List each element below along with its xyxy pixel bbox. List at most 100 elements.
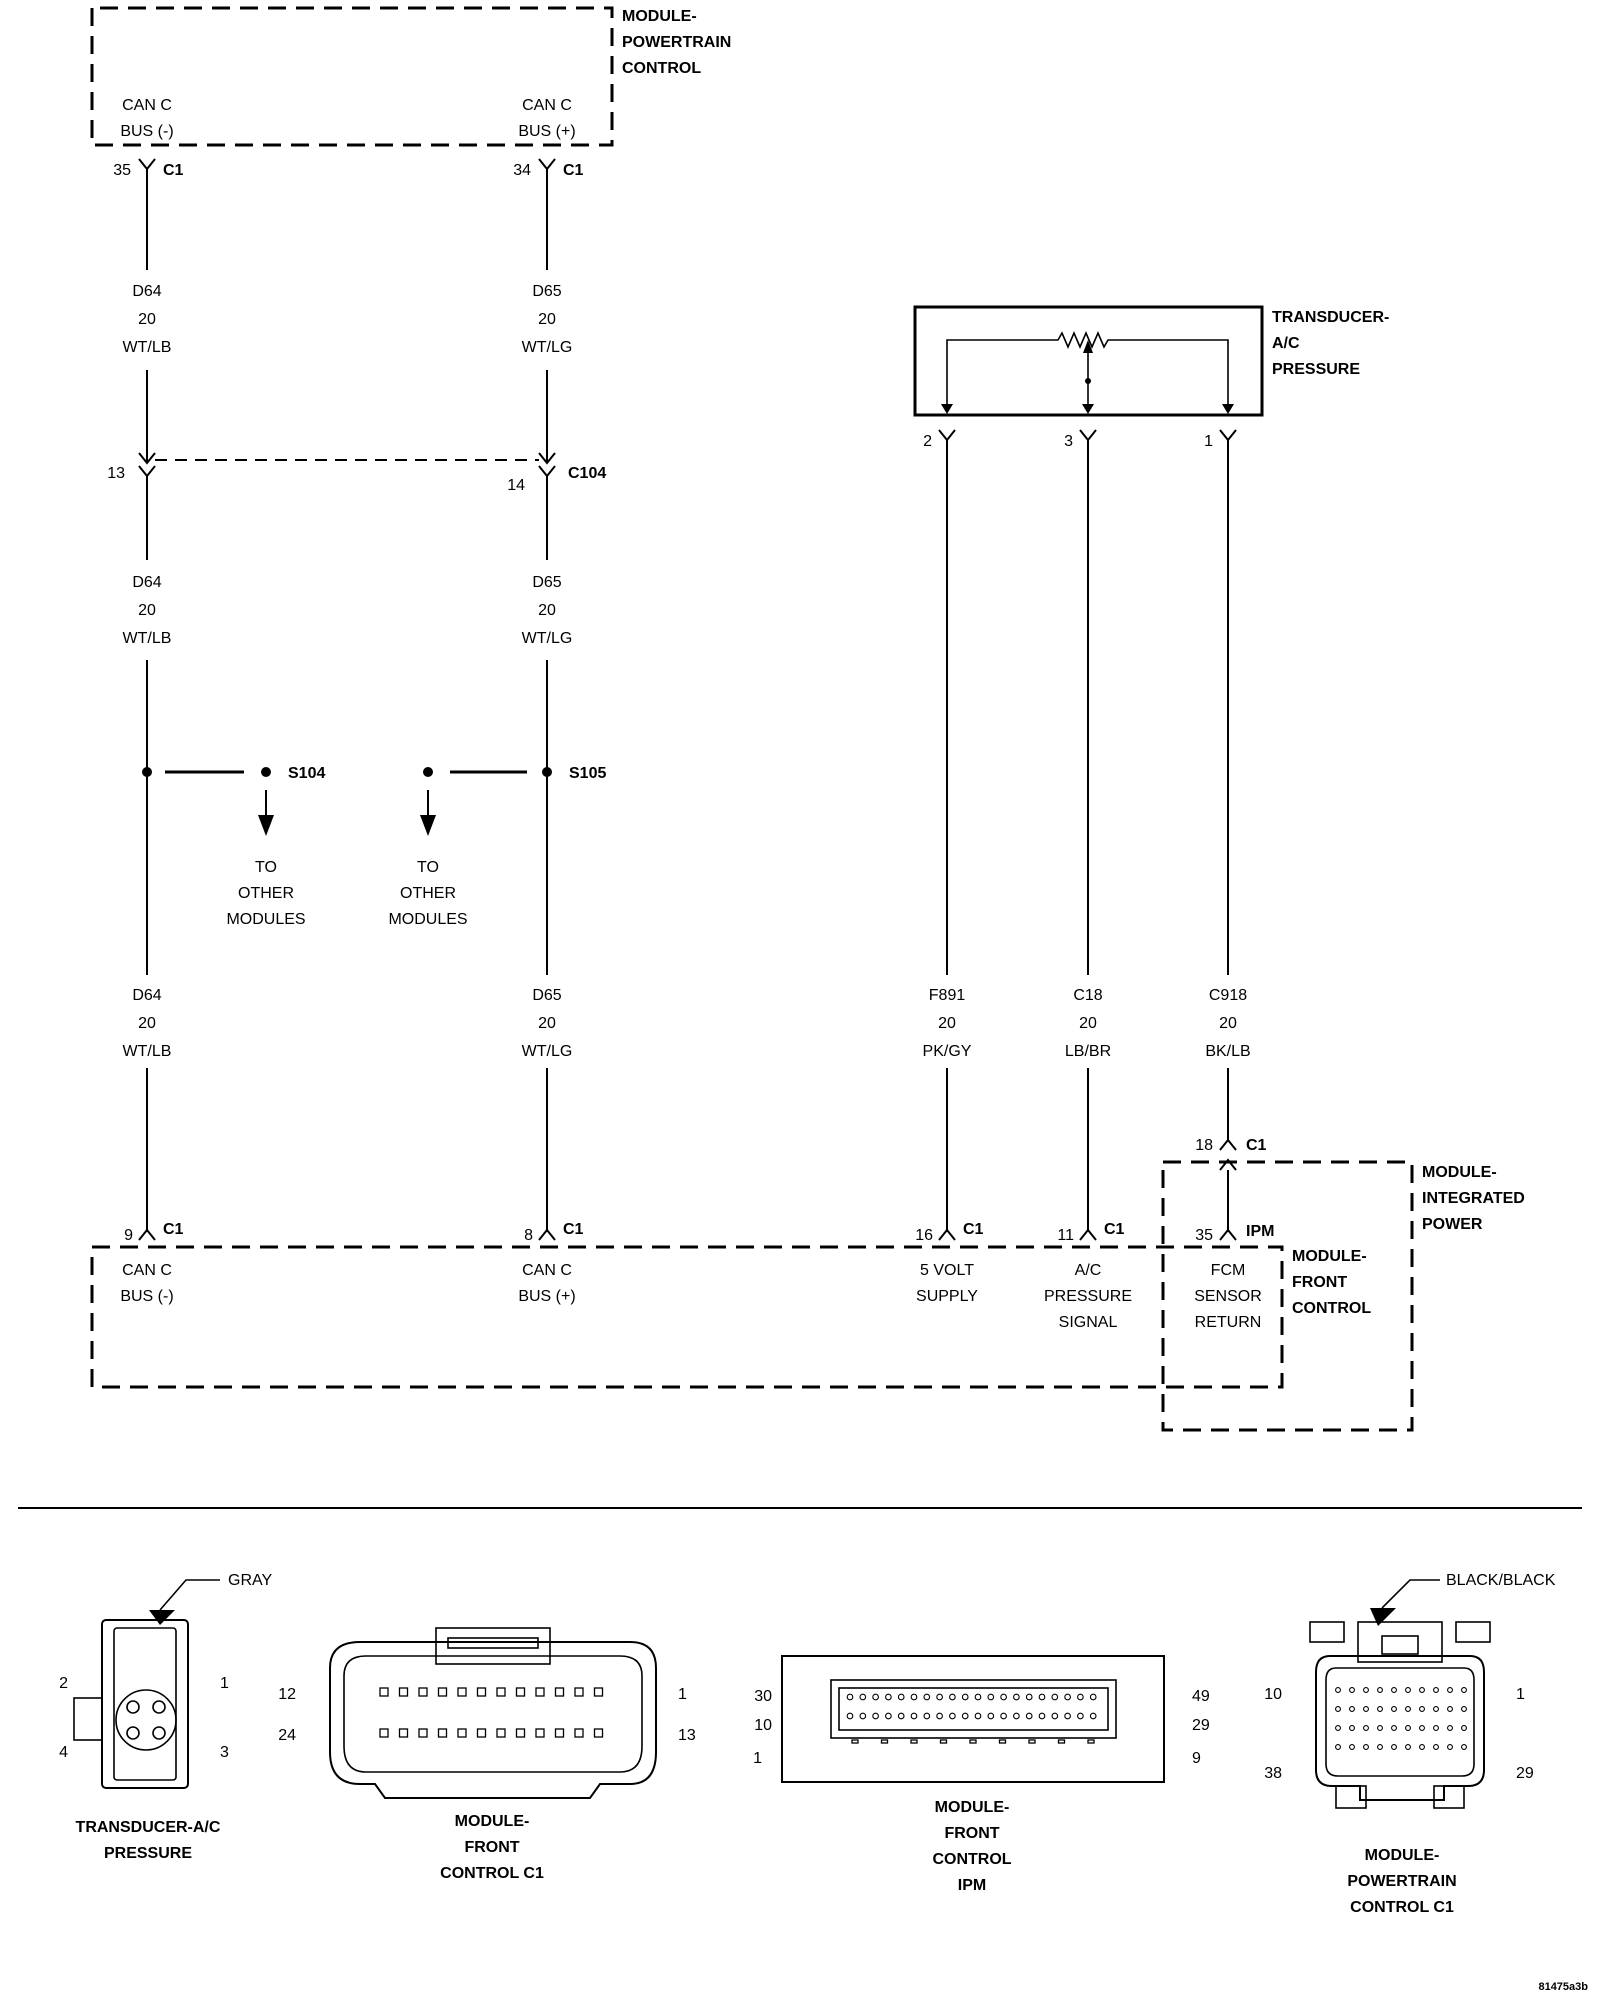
fcm-module-outline: [90, 1245, 1284, 1389]
fcm-supply-2: SUPPLY: [916, 1288, 978, 1305]
s105-label: S105: [569, 765, 606, 782]
ipm-view-pin30: 30: [754, 1688, 772, 1705]
fcm-c1-cavity: [398, 1687, 409, 1697]
fcm-can-minus-2: BUS (-): [120, 1288, 173, 1305]
ipm-cavity: [1038, 1693, 1046, 1701]
d64-gauge-1: 20: [138, 311, 156, 328]
pcm-pin35-conn: C1: [163, 162, 184, 179]
d64-gauge-2: 20: [138, 602, 156, 619]
connector-view-fcm-ipm: 30 10 1 49 29 9 MODULE- FRONT CONTROL IP…: [753, 1655, 1210, 1894]
ipm-module-outline: [1161, 1160, 1414, 1432]
fcm-pin8-conn: C1: [563, 1221, 584, 1238]
fcm-c1-cavity: [398, 1728, 409, 1738]
connector-view-transducer: GRAY 2 1 4 3 TRANSDUCER-A/C PRESSURE: [59, 1572, 272, 1862]
ipm-cavity: [872, 1712, 879, 1720]
transducer-view-pin2: 2: [59, 1675, 68, 1692]
fcm-c1-cavity: [515, 1687, 526, 1697]
c918-circuit: C918: [1209, 987, 1247, 1004]
pcm-pin35-terminal: [138, 158, 156, 171]
wire-c18: C18 20 LB/BR: [1065, 440, 1111, 1232]
ipm-cavity: [846, 1712, 854, 1720]
connector-view-fcm-c1: 12 24 1 13 MODULE- FRONT CONTROL C1: [278, 1627, 696, 1882]
ipm-cavity: [969, 1739, 977, 1744]
transducer-module: TRANSDUCER- A/C PRESSURE: [913, 305, 1389, 417]
ipm-cavity: [1089, 1693, 1097, 1701]
wire-d64: D64 20 WT/LB D64 20 WT/LB D64 20 WT/LB: [123, 169, 172, 1232]
fcm-can-plus-2: BUS (+): [518, 1288, 575, 1305]
fcm-return-2: SENSOR: [1194, 1288, 1262, 1305]
transducer-title-1: TRANSDUCER-: [1272, 309, 1389, 326]
pcm-c1-cavity: [1363, 1706, 1369, 1712]
ipm-cavity: [1000, 1712, 1007, 1720]
fcm-c1-view-pin1: 1: [678, 1686, 687, 1703]
fcm-c1-cavity: [593, 1728, 604, 1738]
ipm-cavity: [885, 1693, 892, 1701]
d65-gauge-1: 20: [538, 311, 556, 328]
pcm-c1-cavity: [1335, 1725, 1341, 1731]
ipm-view-title-4: IPM: [958, 1877, 986, 1894]
ipm-cavity: [1051, 1712, 1059, 1720]
s105-dest-1: TO: [417, 859, 439, 876]
ipm-cavity: [1077, 1693, 1084, 1701]
pcm-can-minus-2: BUS (-): [120, 123, 173, 140]
pcm-c1-cavity: [1335, 1744, 1341, 1750]
ipm-view-title-2: FRONT: [944, 1825, 999, 1842]
ipm-cavity: [897, 1693, 905, 1701]
connector-view-pcm-c1: BLACK/BLACK 10 38 1 29 MODULE- POWERTRAI…: [1264, 1572, 1556, 1916]
fcm-c1-view-title-3: CONTROL C1: [440, 1865, 544, 1882]
ipm-cavity: [859, 1712, 867, 1720]
pcm-c1-cavity: [1349, 1687, 1355, 1693]
fcm-c1-cavity: [437, 1728, 448, 1738]
pcm-can-plus-2: BUS (+): [518, 123, 575, 140]
d65-color-2: WT/LG: [522, 630, 573, 647]
transducer-view-pin3: 3: [220, 1744, 229, 1761]
ipm-view-pin49: 49: [1192, 1688, 1210, 1705]
d65-gauge-2: 20: [538, 602, 556, 619]
c18-color: LB/BR: [1065, 1043, 1111, 1060]
d65-circuit-1: D65: [532, 283, 561, 300]
ipm-title-1: MODULE-: [1422, 1164, 1497, 1181]
fcm-c1-cavity: [457, 1687, 467, 1697]
figure-id: 81475a3b: [1538, 1981, 1588, 1993]
s104-dest-2: OTHER: [238, 885, 294, 902]
pcm-c1-cavity: [1349, 1706, 1355, 1712]
wire-c918: C918 20 BK/LB: [1205, 440, 1251, 1232]
transducer-view-pin4: 4: [59, 1744, 68, 1761]
d65-color-1: WT/LG: [522, 339, 573, 356]
ipm-view-title-1: MODULE-: [935, 1799, 1010, 1816]
pcm-c1-cavity: [1433, 1725, 1439, 1731]
fcm-c1-terminals: 9 C1 8 C1 16 C1 11 C1: [124, 1221, 1237, 1244]
ipm-view-pin10: 10: [754, 1717, 772, 1734]
transducer-pins: 2 3 1: [923, 429, 1237, 450]
pcm-c1-cavity: [1363, 1744, 1369, 1750]
fcm-pin9-conn: C1: [163, 1221, 184, 1238]
pcm-module: MODULE- POWERTRAIN CONTROL CAN C BUS (-)…: [90, 6, 731, 147]
ipm-connector: 18 C1 35 IPM: [1195, 1137, 1274, 1244]
pcm-title-3: CONTROL: [622, 60, 701, 77]
pcm-c1-cavity: [1391, 1706, 1397, 1712]
fcm-c1-view-title-2: FRONT: [464, 1839, 519, 1856]
d64-color-3: WT/LB: [123, 1043, 172, 1060]
fcm-module: MODULE- FRONT CONTROL: [90, 1245, 1371, 1389]
pcm-c1-cavity: [1447, 1725, 1453, 1731]
d64-circuit-2: D64: [132, 574, 161, 591]
c18-gauge: 20: [1079, 1015, 1097, 1032]
transducer-pin2: 2: [923, 433, 932, 450]
d65-circuit-3: D65: [532, 987, 561, 1004]
ipm-cavity: [974, 1693, 982, 1701]
pcm-pin34-label: 34: [513, 162, 531, 179]
pcm-c1-view-title-1: MODULE-: [1365, 1847, 1440, 1864]
pcm-c1-cavity: [1461, 1687, 1467, 1693]
fcm-c1-cavity: [496, 1687, 506, 1697]
ipm-cavity: [949, 1693, 956, 1701]
fcm-pin8: 8: [524, 1227, 533, 1244]
fcm-c1-cavity: [535, 1687, 545, 1697]
pcm-can-plus-1: CAN C: [522, 97, 572, 114]
c918-color: BK/LB: [1205, 1043, 1250, 1060]
fcm-c1-cavity: [554, 1728, 565, 1738]
fcm-c1-cavity: [574, 1687, 584, 1697]
fcm-c1-cavity: [574, 1728, 584, 1738]
pcm-c1-cavity: [1391, 1687, 1397, 1693]
ipm-cavity: [859, 1693, 867, 1701]
fcm-pin-labels: CAN C BUS (-) CAN C BUS (+) 5 VOLT SUPPL…: [120, 1262, 1261, 1331]
